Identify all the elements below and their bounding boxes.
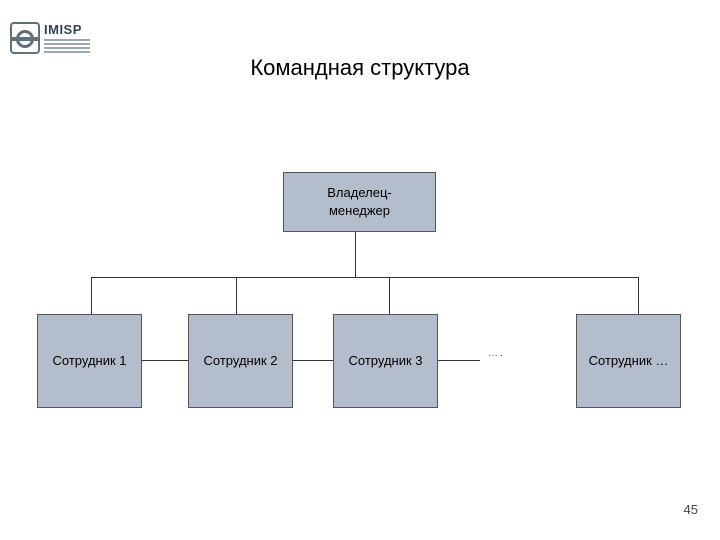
employee-box-n: Сотрудник … [576, 314, 681, 408]
slide-title: Командная структура [250, 55, 470, 80]
page-number: 45 [683, 502, 698, 517]
owner-label-line1: Владелец- [327, 185, 392, 200]
logo-text: IMISP [44, 22, 82, 37]
owner-label-line2: менеджер [328, 203, 391, 218]
ellipsis-marker: …. [488, 348, 505, 359]
connector-drop-1 [91, 277, 92, 314]
logo-tagline-graphic [44, 39, 90, 55]
connector-drop-4 [638, 277, 639, 314]
logo-emblem-icon [10, 22, 40, 54]
employee-box-2: Сотрудник 2 [188, 314, 293, 408]
connector-drop-3 [389, 277, 390, 314]
connector-owner-down [355, 232, 356, 277]
employee-box-1: Сотрудник 1 [37, 314, 142, 408]
connector-horizontal-bar [91, 277, 639, 278]
connector-link-3-ellipsis [438, 360, 480, 361]
employee-label: Сотрудник … [588, 353, 669, 368]
connector-link-2-3 [293, 360, 334, 361]
employee-label: Сотрудник 2 [203, 353, 278, 368]
employee-label: Сотрудник 1 [52, 353, 127, 368]
owner-manager-box: Владелец- менеджер [283, 172, 436, 232]
employee-label: Сотрудник 3 [348, 353, 423, 368]
connector-drop-2 [236, 277, 237, 314]
imisp-logo: IMISP [10, 22, 90, 56]
employee-box-3: Сотрудник 3 [333, 314, 438, 408]
connector-link-1-2 [142, 360, 188, 361]
